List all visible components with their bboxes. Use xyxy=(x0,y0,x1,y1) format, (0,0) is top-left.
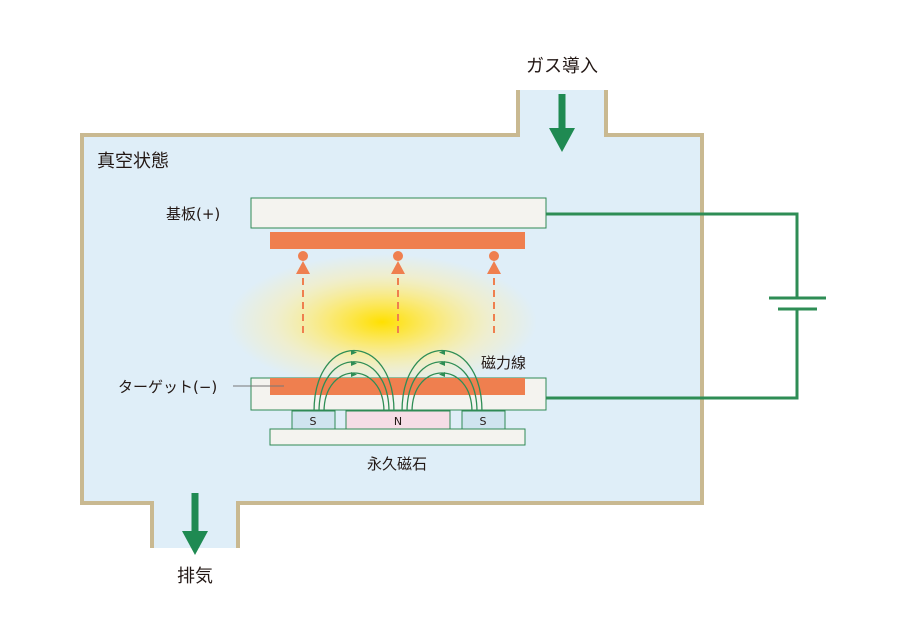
field-line-arrowheads xyxy=(351,350,445,377)
substrate-plate xyxy=(250,197,547,229)
field-lines-label: 磁力線 xyxy=(481,354,526,372)
field-line-left-inner xyxy=(323,372,385,413)
field-line-left-outer xyxy=(313,349,395,413)
exhaust-label: 排気 xyxy=(177,566,213,587)
gas-inlet-arrow xyxy=(549,94,575,152)
field-line-right-outer xyxy=(401,349,483,413)
gas-inlet-label: ガス導入 xyxy=(526,56,598,77)
circuit-wire-top xyxy=(546,212,799,298)
field-line-left-mid xyxy=(318,361,390,413)
sputtered-particles xyxy=(296,251,501,333)
battery-icon xyxy=(769,296,826,311)
circuit-wire-bottom xyxy=(546,309,799,400)
deposited-film xyxy=(270,232,525,249)
pole-label-n: N xyxy=(394,415,402,428)
particle-arrow-left xyxy=(296,251,310,333)
pole-label-s-left: S xyxy=(310,415,317,428)
magnetic-field-lines xyxy=(313,349,483,413)
field-line-right-mid xyxy=(406,361,478,413)
magnet-base xyxy=(269,428,526,446)
pole-label-s-right: S xyxy=(480,415,487,428)
target-label: ターゲット(−) xyxy=(118,378,217,396)
exhaust-arrow xyxy=(182,493,208,555)
chamber-wall xyxy=(80,90,704,548)
vacuum-label: 真空状態 xyxy=(97,151,169,172)
power-circuit xyxy=(546,212,799,400)
field-line-right-inner xyxy=(411,372,473,413)
particle-arrow-right xyxy=(487,251,501,333)
target-material xyxy=(270,378,525,395)
substrate-label: 基板(+) xyxy=(166,205,220,223)
particle-arrow-center xyxy=(391,251,405,333)
magnet-label: 永久磁石 xyxy=(367,455,427,473)
